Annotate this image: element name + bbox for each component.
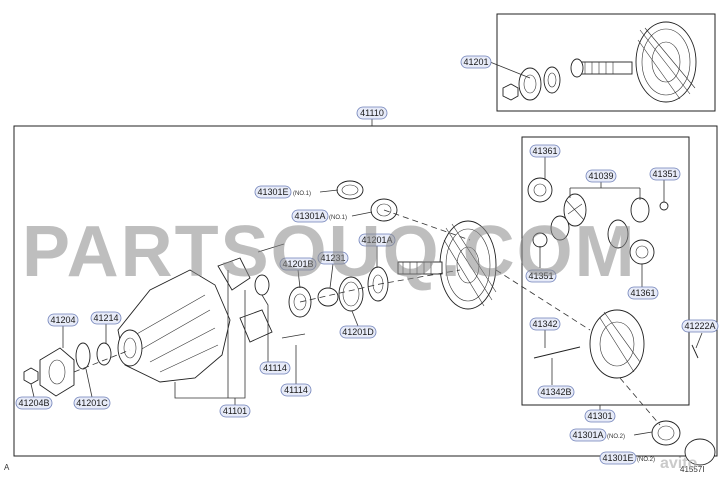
figure-number: 41557I [680,465,704,474]
part-label-41114-bottom[interactable]: 41114 [280,383,312,397]
svg-text:(NO.2): (NO.2) [637,457,655,463]
part-label-41201c[interactable]: 41201C [73,396,111,410]
part-label-41214[interactable]: 41214 [90,311,122,325]
svg-text:41039: 41039 [588,171,613,181]
svg-text:41201C: 41201C [76,398,108,408]
differential-parts-drawing [527,177,716,466]
svg-text:41361: 41361 [532,146,557,156]
svg-text:41301E: 41301E [602,453,633,463]
svg-text:41351: 41351 [528,271,553,281]
part-label-41351-bottom[interactable]: 41351 [525,269,557,283]
svg-text:41201: 41201 [463,57,488,67]
part-label-41301a-no1[interactable]: 41301A (NO.1) [291,209,347,223]
part-label-41110[interactable]: 41110 [356,106,388,120]
svg-text:41204B: 41204B [18,398,49,408]
svg-text:41114: 41114 [284,385,308,395]
svg-text:41301A: 41301A [572,430,603,440]
part-label-41039[interactable]: 41039 [585,169,617,183]
part-label-41201a[interactable]: 41201A [358,233,396,247]
svg-text:41101: 41101 [223,406,247,416]
part-label-41342[interactable]: 41342 [529,317,561,331]
svg-text:41201D: 41201D [342,327,374,337]
part-label-41201[interactable]: 41201 [460,55,492,69]
svg-text:41342: 41342 [532,319,557,329]
svg-text:(NO.1): (NO.1) [329,215,347,221]
part-label-41361-bottom[interactable]: 41361 [627,286,659,300]
differential-subassembly-frame [521,136,690,406]
part-label-41301e-no2[interactable]: 41301E (NO.2) [599,451,655,465]
svg-text:41231: 41231 [320,253,345,263]
svg-text:41342B: 41342B [540,387,571,397]
assembly-line-pinion [299,269,461,303]
part-label-41231[interactable]: 41231 [317,251,349,265]
part-label-41361-top[interactable]: 41361 [529,144,561,158]
leader-lines [30,61,703,436]
assembly-line-bearing-top [383,209,471,241]
svg-text:41301A: 41301A [294,211,325,221]
carrier-housing-drawing [117,243,306,383]
part-label-41351-top[interactable]: 41351 [649,167,681,181]
svg-text:41361: 41361 [630,288,655,298]
part-label-41301[interactable]: 41301 [584,409,616,423]
svg-text:41201B: 41201B [282,259,313,269]
svg-text:41110: 41110 [360,108,384,118]
svg-text:41204: 41204 [50,315,75,325]
part-label-41222a[interactable]: 41222A [681,319,719,333]
footer-mark: A [4,463,10,472]
svg-text:41214: 41214 [93,313,118,323]
watermark-partsouq: PARTSOUQ.COM [22,212,637,292]
drive-pinion-drawing [288,180,497,318]
companion-flange-drawing [23,342,112,397]
part-label-41301a-no2[interactable]: 41301A (NO.2) [569,428,625,442]
svg-text:41201A: 41201A [361,235,392,245]
ring-gear-inset-frame [496,13,716,112]
ring-gear-pinion-drawing [502,21,697,103]
carrier-assembly-frame [13,125,718,457]
assembly-line-flange [73,349,131,373]
svg-text:41351: 41351 [652,169,677,179]
part-label-41201d[interactable]: 41201D [339,325,377,339]
part-label-41342b[interactable]: 41342B [537,385,575,399]
svg-text:(NO.1): (NO.1) [293,191,311,197]
part-label-41101[interactable]: 41101 [219,404,251,418]
svg-text:41301E: 41301E [257,187,288,197]
assembly-line-bearing-bottom [619,377,661,426]
svg-text:41114: 41114 [263,363,287,373]
part-label-41301e-no1[interactable]: 41301E (NO.1) [254,185,311,199]
watermark-avito: avito [660,455,698,472]
part-label-41114-top[interactable]: 41114 [259,361,291,375]
svg-text:(NO.2): (NO.2) [607,434,625,440]
part-label-41204b[interactable]: 41204B [15,396,53,410]
assembly-line-diff [495,269,591,331]
svg-text:41301: 41301 [587,411,612,421]
part-label-41204[interactable]: 41204 [47,313,79,327]
svg-text:41222A: 41222A [684,321,715,331]
part-label-41201b[interactable]: 41201B [279,257,317,271]
